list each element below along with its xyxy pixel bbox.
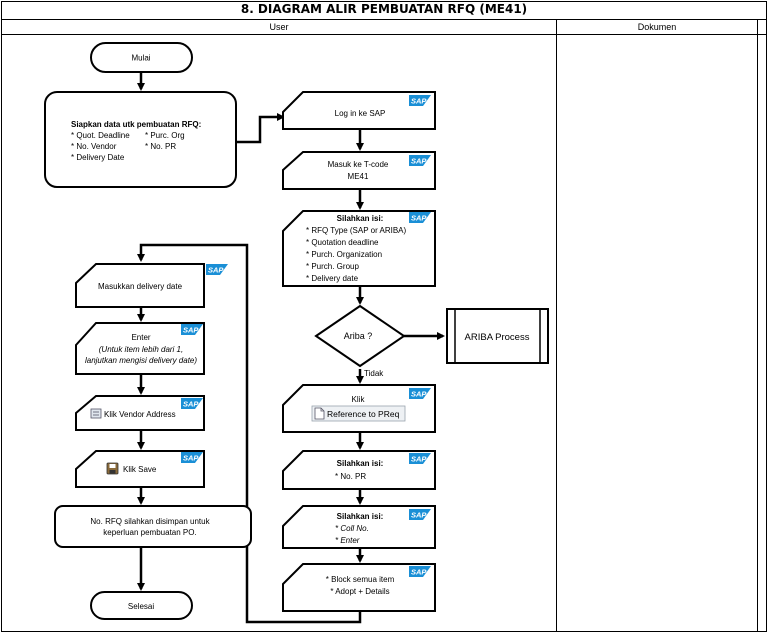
- reference-button-label: Reference to PReq: [327, 409, 400, 419]
- terminator-mulai: [90, 42, 193, 73]
- siapkan-item: * Delivery Date: [71, 153, 125, 162]
- login-label: Log in ke SAP: [335, 109, 386, 118]
- arrow-siapkan-login: [237, 113, 285, 144]
- process-norfq: [54, 505, 252, 548]
- manual-input-isi1: [282, 210, 436, 287]
- save-disk-icon: [106, 462, 119, 475]
- manual-input-tcode: [282, 151, 436, 190]
- block-label: * Adopt + Details: [330, 587, 389, 596]
- isi1-item: * Delivery date: [306, 274, 359, 283]
- block-label: * Block semua item: [326, 575, 395, 584]
- enter-label: Enter: [131, 333, 150, 342]
- predefined-ariba: [446, 308, 549, 364]
- isi3-item: * Enter: [335, 536, 360, 545]
- manual-input-isi2: [282, 450, 436, 490]
- isi3-title: Silahkan isi:: [337, 512, 384, 521]
- siapkan-item: * Quot. Deadline: [71, 131, 130, 140]
- decision-ariba: [314, 304, 406, 368]
- manual-input-enter: [75, 322, 205, 375]
- connectors: [137, 73, 445, 624]
- siapkan-item: * No. Vendor: [71, 142, 117, 151]
- isi1-item: * Quotation deadline: [306, 238, 379, 247]
- isi3-item: * Coll No.: [335, 524, 369, 533]
- mulai-label: Mulai: [131, 54, 150, 63]
- tidak-label: Tidak: [364, 369, 384, 378]
- sap-logo: [206, 264, 228, 275]
- manual-input-block: [282, 563, 436, 612]
- ariba-label: ARIBA Process: [465, 332, 530, 343]
- manual-input-delivery: [75, 263, 205, 308]
- isi1-item: * Purch. Organization: [306, 250, 382, 259]
- page-title: 8. DIAGRAM ALIR PEMBUATAN RFQ (ME41): [240, 2, 528, 16]
- enter-note: lanjutkan mengisi delivery date): [85, 356, 197, 365]
- terminator-selesai: [90, 591, 193, 620]
- enter-note: (Untuk item lebih dari 1,: [99, 345, 183, 354]
- norfq-label: No. RFQ silahkan disimpan untuk: [90, 517, 210, 526]
- tcode-label: ME41: [348, 172, 369, 181]
- vendor-label: Klik Vendor Address: [104, 410, 176, 419]
- column-header-dokumen: Dokumen: [637, 22, 677, 32]
- siapkan-title: Siapkan data utk pembuatan RFQ:: [71, 120, 201, 129]
- isi1-item: * RFQ Type (SAP or ARIBA): [306, 226, 407, 235]
- tcode-label: Masuk ke T-code: [328, 160, 389, 169]
- process-siapkan: [44, 91, 237, 188]
- selesai-label: Selesai: [128, 602, 154, 611]
- norfq-label: keperluan pembuatan PO.: [103, 528, 196, 537]
- reference-button[interactable]: Reference to PReq: [311, 405, 406, 422]
- isi2-item: * No. PR: [335, 472, 366, 481]
- isi1-title: Silahkan isi:: [337, 214, 384, 223]
- siapkan-item: * No. PR: [145, 142, 176, 151]
- save-label: Klik Save: [123, 465, 157, 474]
- isi1-item: * Purch. Group: [306, 262, 359, 271]
- address-icon: [90, 408, 102, 419]
- klik-label: Klik: [352, 395, 366, 404]
- delivery-label: Masukkan delivery date: [98, 282, 183, 291]
- isi2-title: Silahkan isi:: [337, 459, 384, 468]
- decision-label: Ariba ?: [344, 331, 373, 341]
- arrow-block-delivery: [137, 243, 362, 624]
- manual-input-isi3: [282, 505, 436, 549]
- document-icon: [314, 407, 325, 420]
- manual-input-login: [282, 91, 436, 130]
- manual-input-save: [75, 450, 205, 488]
- siapkan-item: * Purc. Org: [145, 131, 185, 140]
- column-header-user: User: [269, 22, 289, 32]
- manual-input-vendor: [75, 395, 205, 431]
